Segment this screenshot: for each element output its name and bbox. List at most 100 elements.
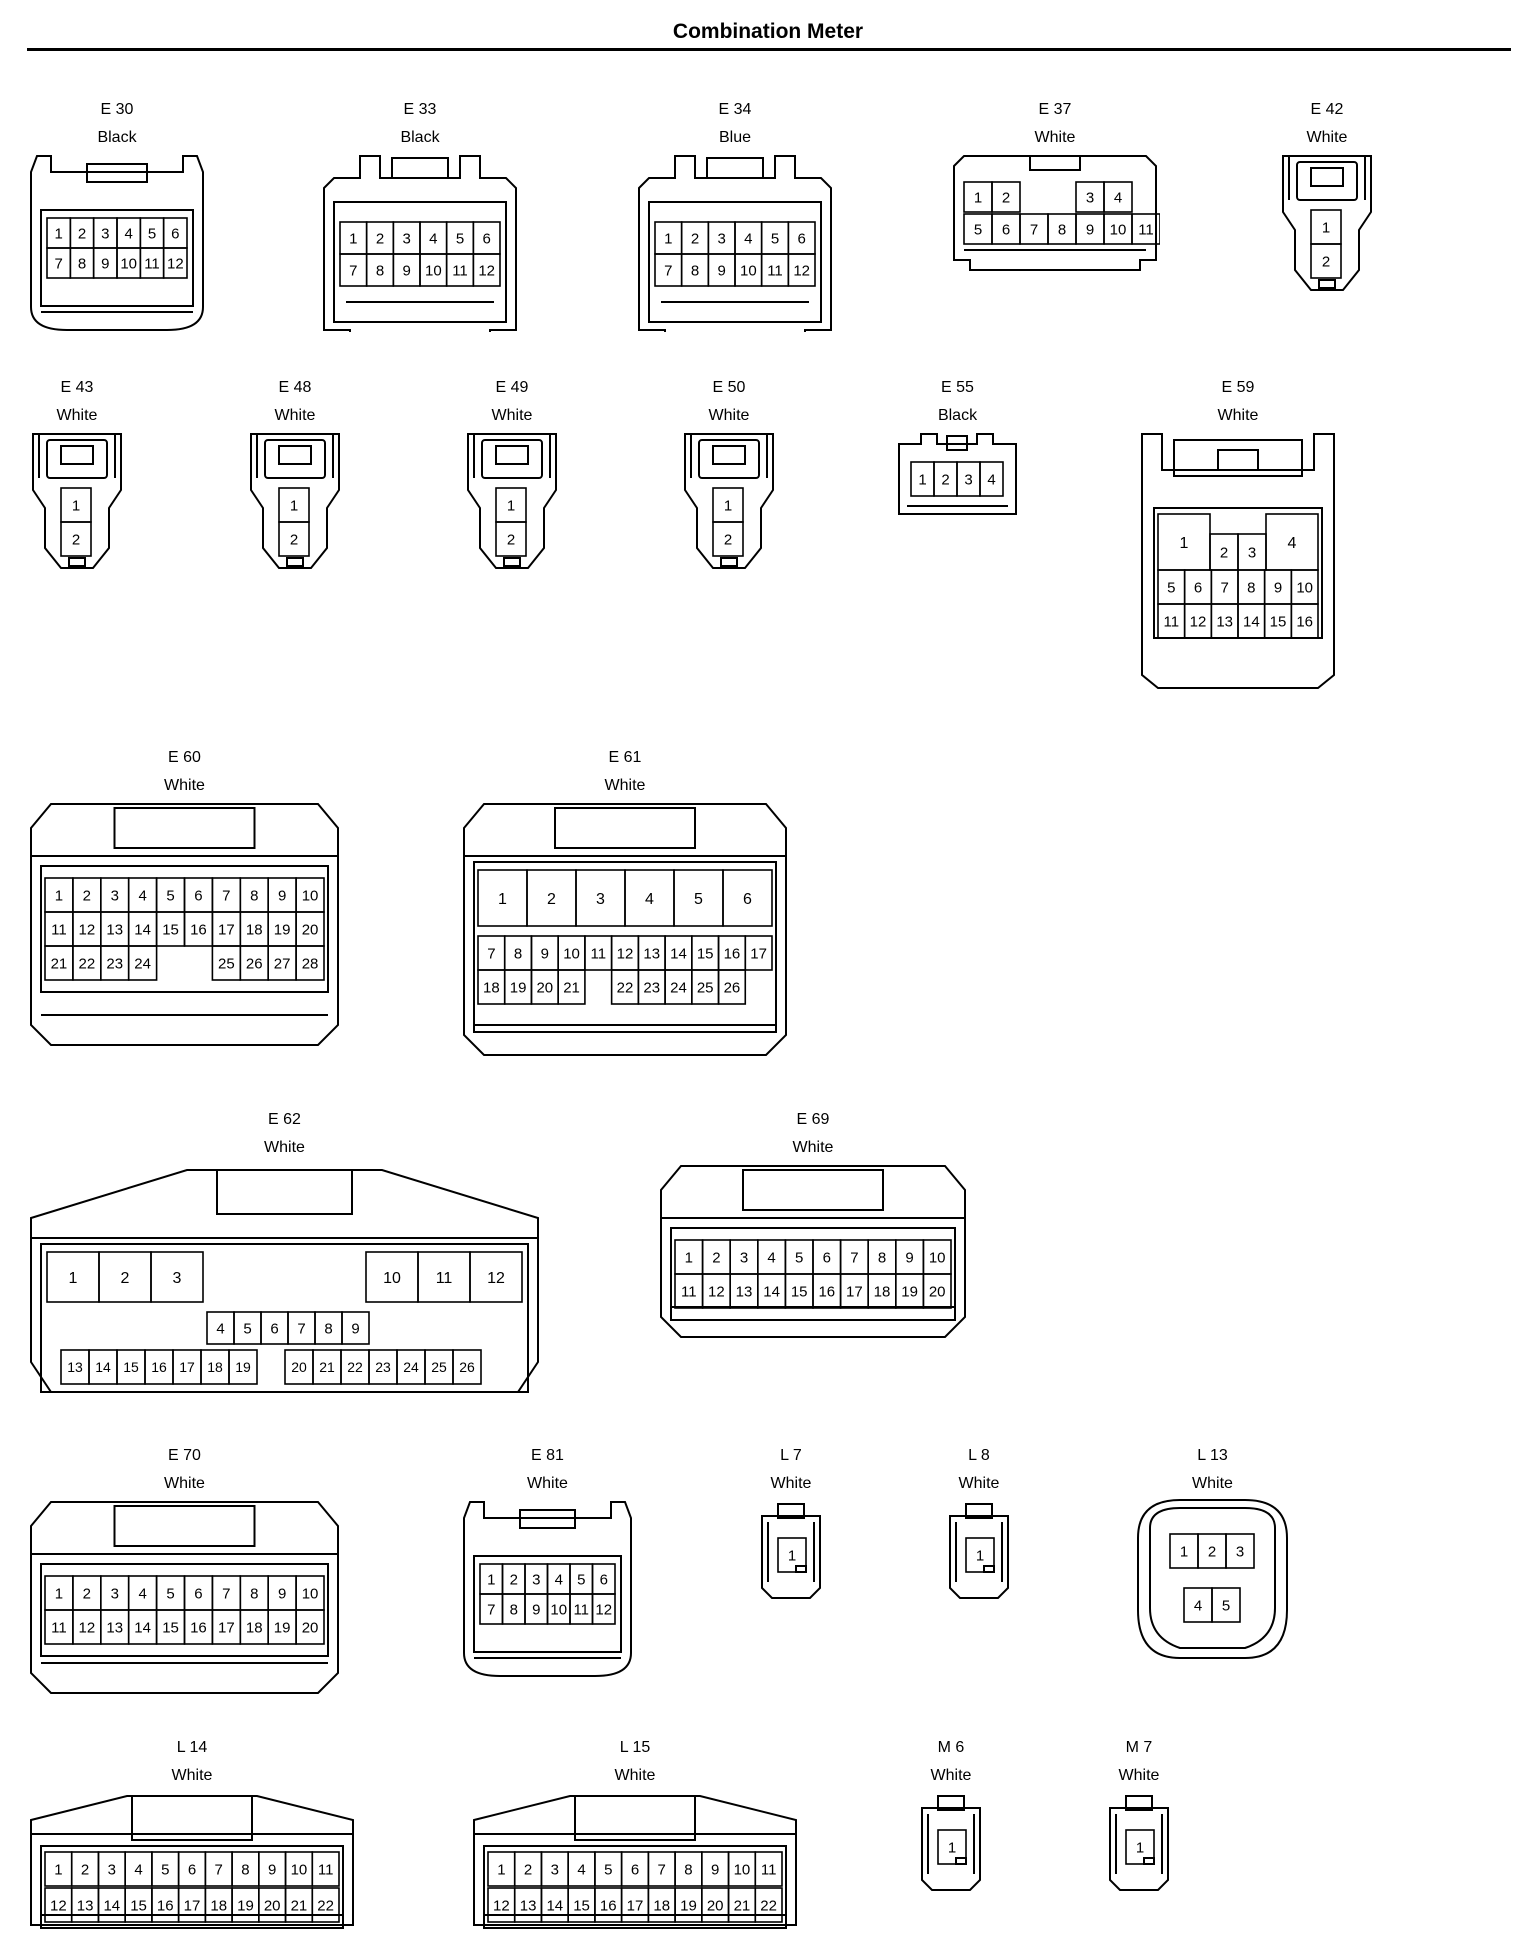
pin-number: 22 <box>79 955 96 972</box>
pin-number: 3 <box>402 230 410 247</box>
pin-number: 26 <box>459 1359 475 1375</box>
connector-drawing: 12 <box>32 433 122 569</box>
pin-number: 18 <box>246 1619 263 1636</box>
pin-number: 16 <box>190 1619 207 1636</box>
connector-color: White <box>1034 129 1076 146</box>
pin-number: 18 <box>246 921 263 938</box>
pin-number: 18 <box>874 1283 891 1300</box>
pin-cell-4 <box>1103 181 1133 213</box>
pin-number: 10 <box>383 1270 401 1287</box>
pin-number: 1 <box>974 189 982 206</box>
pin-number: 2 <box>941 471 949 488</box>
pin-number: 8 <box>78 255 86 272</box>
pin-number: 19 <box>680 1897 697 1914</box>
pin-number: 6 <box>631 1861 639 1878</box>
pin-number: 11 <box>436 1270 453 1287</box>
pin-cell-2 <box>60 521 92 557</box>
pin-number: 23 <box>643 979 660 996</box>
pin-number: 15 <box>697 945 714 962</box>
pin-number: 1 <box>55 887 63 904</box>
pin-number: 9 <box>351 1320 359 1337</box>
pin-number: 16 <box>151 1359 167 1375</box>
pin-number: 22 <box>760 1897 777 1914</box>
pin-number: 2 <box>510 1571 518 1588</box>
pin-number: 6 <box>188 1861 196 1878</box>
pin-number: 6 <box>482 230 490 247</box>
pin-cell-22 <box>754 1887 783 1923</box>
pin-cell-17 <box>744 935 773 971</box>
connector-id: M 6 <box>937 1739 965 1756</box>
pin-number: 11 <box>144 255 160 272</box>
connector-drawing: 1 <box>761 1503 821 1599</box>
pin-number: 2 <box>121 1270 130 1287</box>
connector-color: White <box>604 777 646 794</box>
connector-id: L 7 <box>780 1447 802 1464</box>
connector-color: White <box>1118 1767 1160 1784</box>
connector-id: E 30 <box>100 101 134 118</box>
pin-number: 9 <box>268 1861 276 1878</box>
connector-drawing: 1 <box>1109 1795 1169 1891</box>
pin-number: 4 <box>134 1861 142 1878</box>
pin-number: 14 <box>95 1359 111 1375</box>
pin-cell-12 <box>469 1251 523 1303</box>
pin-number: 12 <box>167 255 184 272</box>
pin-number: 4 <box>429 230 437 247</box>
pin-number: 3 <box>108 1861 116 1878</box>
pin-number: 8 <box>250 887 258 904</box>
connector-color: White <box>56 407 98 424</box>
pin-cell-3 <box>1225 1533 1255 1569</box>
pin-number: 7 <box>215 1861 223 1878</box>
pin-number: 20 <box>302 921 319 938</box>
pin-cell-6 <box>722 869 773 927</box>
pin-number: 11 <box>1138 221 1154 238</box>
pin-number: 8 <box>514 945 522 962</box>
title-rule <box>27 48 1511 51</box>
pin-number: 1 <box>290 497 298 514</box>
pin-number: 1 <box>724 497 732 514</box>
pin-number: 7 <box>54 255 62 272</box>
pin-number: 8 <box>691 262 699 279</box>
pin-cell-1 <box>937 1829 967 1865</box>
pin-number: 17 <box>218 1619 235 1636</box>
pin-number: 17 <box>179 1359 195 1375</box>
pin-number: 3 <box>551 1861 559 1878</box>
pin-number: 11 <box>573 1601 589 1618</box>
pin-number: 2 <box>507 531 515 548</box>
pin-number: 9 <box>905 1249 913 1266</box>
pin-number: 9 <box>1274 579 1282 596</box>
pin-number: 20 <box>536 979 553 996</box>
pin-cell-26 <box>717 969 747 1005</box>
connector-color: White <box>770 1475 812 1492</box>
pin-number: 2 <box>547 891 556 908</box>
pin-number: 1 <box>487 1571 495 1588</box>
pin-number: 1 <box>54 1861 62 1878</box>
pin-number: 2 <box>1208 1543 1216 1560</box>
connector-id: E 70 <box>168 1447 201 1464</box>
pin-number: 7 <box>658 1861 666 1878</box>
connector-color: Black <box>937 407 978 424</box>
connector-id: L 8 <box>968 1447 990 1464</box>
pin-number: 13 <box>643 945 660 962</box>
pin-number: 9 <box>402 262 410 279</box>
pin-number: 2 <box>724 531 732 548</box>
pin-number: 8 <box>324 1320 332 1337</box>
pin-number: 2 <box>81 1861 89 1878</box>
connector-id: L 13 <box>1197 1447 1228 1464</box>
pin-number: 3 <box>1248 544 1256 561</box>
pin-number: 23 <box>375 1359 391 1375</box>
pin-number: 3 <box>717 230 725 247</box>
pin-number: 1 <box>976 1547 984 1564</box>
pin-number: 9 <box>541 945 549 962</box>
pin-number: 5 <box>161 1861 169 1878</box>
pin-number: 6 <box>1002 221 1010 238</box>
pin-number: 12 <box>79 921 96 938</box>
pin-cell-1 <box>1125 1829 1155 1865</box>
